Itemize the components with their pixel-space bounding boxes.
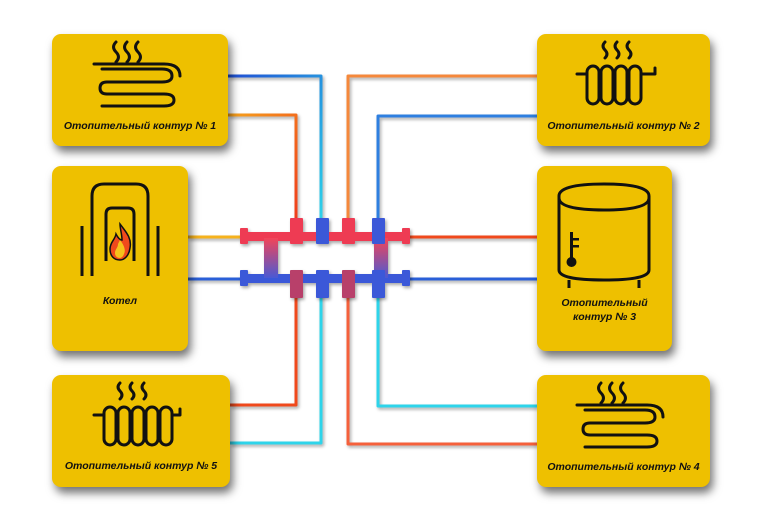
underfloor-heating-icon [575,381,665,449]
card-boiler[interactable]: Котел [52,166,188,351]
water-heater-tank-icon [557,182,651,288]
radiator-icon [92,381,182,447]
circuit2-label: Отопительный контур № 2 [547,120,700,132]
radiator-icon [575,40,657,106]
card-circuit1[interactable]: Отопительный контур № 1 [52,34,228,146]
pipe-circuit4-return [376,290,537,408]
pipe-circuit1-return [228,74,323,225]
manifold-icon [240,218,410,298]
thermometer-icon [566,232,579,267]
circuit3-label-line2: контур № 3 [572,311,637,323]
underfloor-heating-icon [92,40,182,108]
pipe-circuit4-supply [346,290,537,446]
card-circuit3[interactable]: Отопительный контур № 3 [537,166,672,351]
card-circuit4[interactable]: Отопительный контур № 4 [537,375,710,487]
boiler-label: Котел [102,295,138,307]
pipe-circuit5-supply [230,290,298,407]
card-circuit5[interactable]: Отопительный контур № 5 [52,375,230,487]
pipe-circuit5-return [230,290,323,445]
pipe-circuit2-return [376,114,537,225]
pipe-circuit1-supply [228,113,298,225]
circuit3-label-line1: Отопительный [561,297,648,309]
card-circuit2[interactable]: Отопительный контур № 2 [537,34,710,146]
circuit5-label: Отопительный контур № 5 [64,460,218,472]
boiler-flame-icon [80,182,160,276]
pipe-circuit2-supply [346,74,537,225]
circuit1-label: Отопительный контур № 1 [63,120,217,132]
circuit4-label: Отопительный контур № 4 [547,461,700,473]
